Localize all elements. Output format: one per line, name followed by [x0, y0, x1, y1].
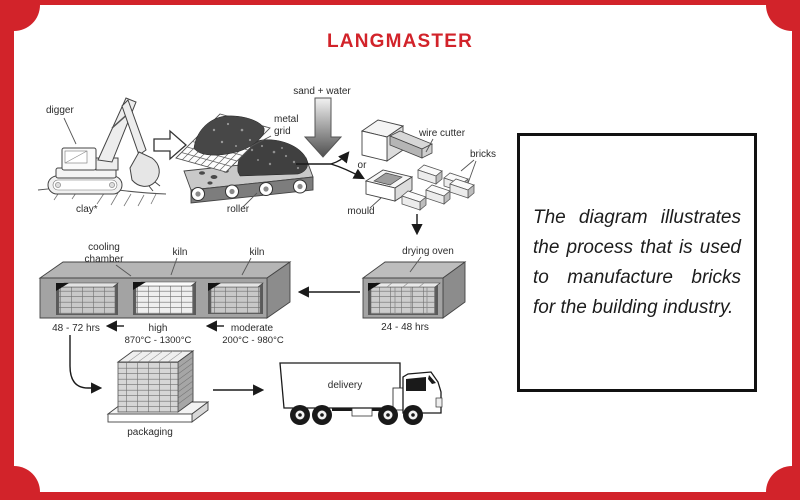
delivery-truck-illustration	[279, 362, 443, 425]
roller-leader-line	[242, 192, 258, 208]
label-kiln-1: kiln	[172, 247, 187, 258]
drying-oven-leader-line	[409, 256, 422, 273]
label-digger: digger	[46, 105, 74, 116]
label-wire-cutter: wire cutter	[418, 128, 466, 139]
label-clay: clay*	[76, 204, 98, 215]
label-cooling-2: chamber	[85, 254, 125, 265]
description-text: The diagram illustrates the process that…	[533, 206, 741, 318]
mould-illustration	[364, 169, 475, 211]
label-kiln-high-temp: 870°C - 1300°C	[125, 335, 192, 346]
label-delivery: delivery	[328, 380, 362, 391]
label-kiln-2: kiln	[249, 247, 264, 258]
packaging-illustration	[106, 350, 210, 423]
digger-illustration	[37, 97, 167, 207]
label-packaging: packaging	[127, 427, 173, 438]
flow-arrow-to-packaging	[69, 335, 103, 394]
label-kiln-moderate: moderate	[231, 323, 274, 334]
wire-cutter-leader-line	[425, 138, 434, 153]
label-roller: roller	[227, 204, 250, 215]
kiln1-leader-line	[170, 257, 178, 276]
label-drying-oven: drying oven	[402, 246, 454, 257]
metal-grid-illustration	[175, 113, 271, 173]
flow-split-arrows	[296, 151, 365, 180]
label-bricks: bricks	[470, 149, 496, 160]
wire-cutter-illustration	[360, 119, 469, 193]
label-cooling-1: cooling	[88, 242, 120, 253]
label-kiln-high: high	[149, 323, 168, 334]
cooling-leader-line	[115, 264, 132, 277]
brand-title: LANGMASTER	[326, 31, 474, 52]
mould-leader-line	[369, 197, 382, 209]
label-sand-water: sand + water	[293, 86, 351, 97]
kiln-cooling-illustration	[38, 261, 292, 319]
label-cooling-time: 48 - 72 hrs	[52, 323, 100, 334]
bricks-leader-lines	[460, 159, 477, 187]
metal-grid-leader-line	[249, 135, 272, 148]
conveyor-roller-illustration	[183, 139, 314, 204]
label-or: or	[358, 160, 368, 171]
label-metal-grid-2: grid	[274, 126, 291, 137]
label-metal-grid-1: metal	[274, 114, 298, 125]
transfer-arrow-icon	[153, 129, 187, 161]
description-box: The diagram illustrates the process that…	[517, 133, 757, 392]
kiln2-leader-line	[241, 257, 252, 276]
label-mould: mould	[347, 206, 374, 217]
drying-oven-illustration	[361, 261, 467, 319]
sand-water-arrow-icon	[303, 97, 343, 158]
digger-leader-line	[63, 117, 77, 145]
label-drying-time: 24 - 48 hrs	[381, 322, 429, 333]
label-kiln-moderate-temp: 200°C - 980°C	[222, 335, 284, 346]
